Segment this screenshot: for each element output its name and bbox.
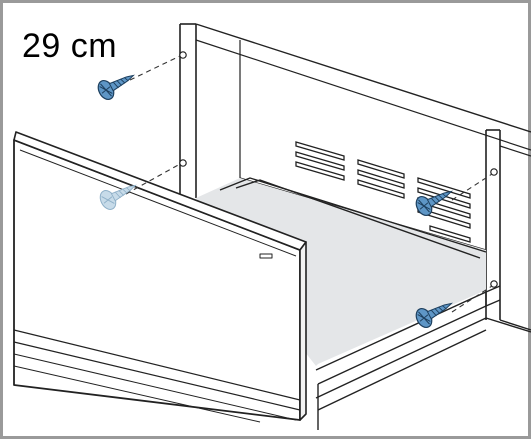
- drawer-floor: [196, 178, 486, 366]
- drawer-front-panel: [13, 131, 307, 423]
- guide-lines: [125, 55, 493, 313]
- vent-slots: [295, 141, 471, 243]
- dimension-label: 29 cm: [22, 27, 118, 65]
